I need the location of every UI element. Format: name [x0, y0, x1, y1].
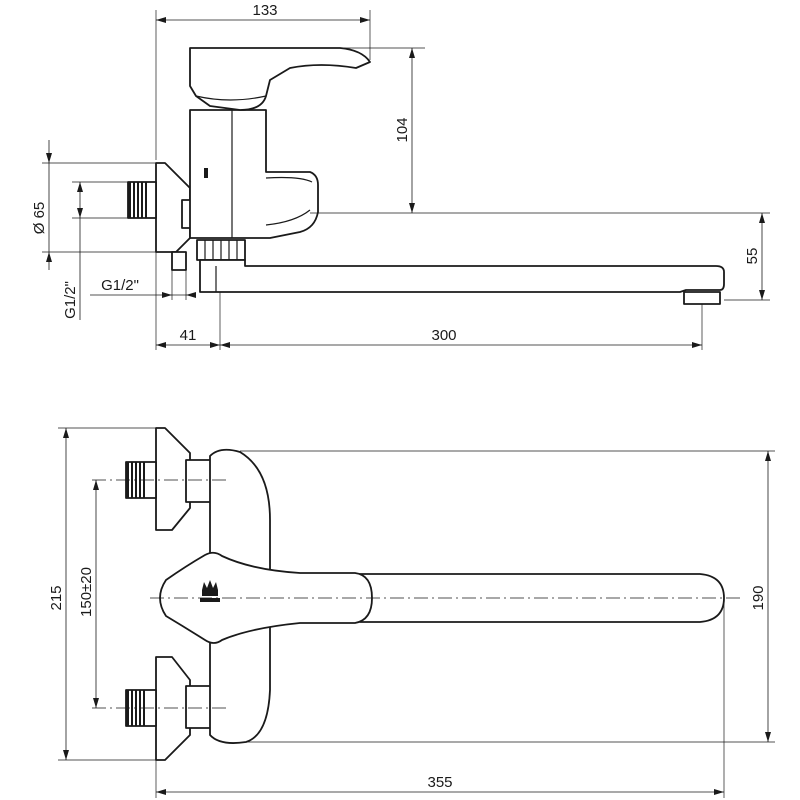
dim-41-label: 41 — [180, 327, 197, 344]
dim-300-label: 300 — [431, 327, 456, 344]
spout — [199, 259, 725, 293]
lever-handle — [189, 47, 371, 111]
dim-inlet-spacing-label: 150±20 — [78, 567, 95, 617]
top-view: 215 150±20 190 355 — [48, 427, 775, 798]
dim-190-label: 190 — [750, 585, 767, 610]
aerator — [683, 291, 721, 305]
dim-215-label: 215 — [48, 585, 65, 610]
dim-thread-vertical-label: G1/2" — [62, 281, 79, 319]
dim-133-label: 133 — [252, 2, 277, 19]
dim-104-label: 104 — [394, 117, 411, 142]
manufacturer-logo-icon — [200, 580, 220, 602]
thread-marks — [128, 182, 147, 218]
upper-flange — [155, 427, 191, 531]
dim-thread-horizontal-label: G1/2" — [101, 277, 139, 294]
side-view: 133 104 55 Ø 65 G1/2" G1/2" — [31, 2, 770, 350]
lower-flange — [155, 656, 191, 761]
lower-connector — [185, 685, 213, 729]
lower-thread-stub — [171, 251, 187, 271]
dim-55-label: 55 — [744, 248, 761, 265]
mixer-body — [189, 109, 319, 239]
upper-connector — [185, 459, 213, 503]
indicator-mark — [204, 168, 208, 178]
dim-diameter-label: Ø 65 — [31, 202, 48, 235]
dim-355-label: 355 — [427, 774, 452, 791]
